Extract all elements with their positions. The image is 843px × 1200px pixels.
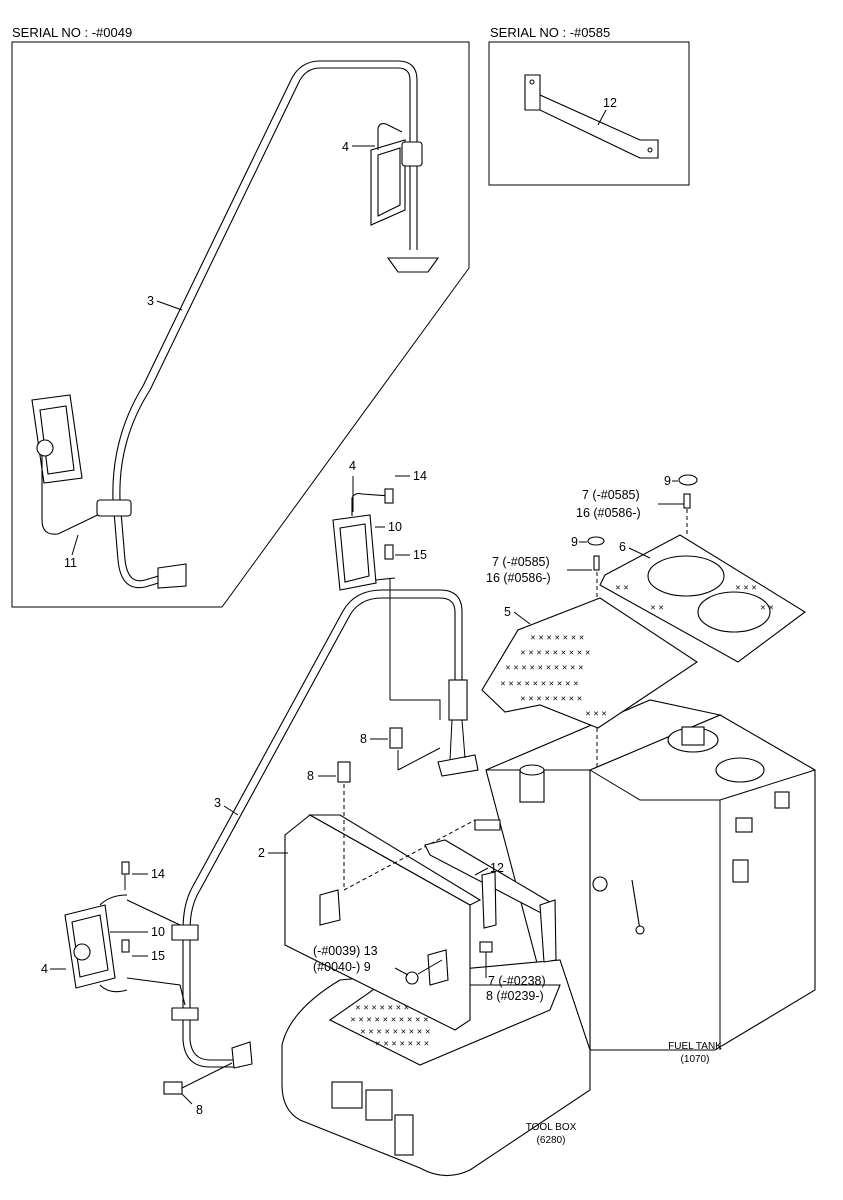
fuel-gauge (631, 879, 641, 931)
svg-text:✕ ✕ ✕ ✕ ✕ ✕ ✕ ✕: ✕ ✕ ✕ ✕ ✕ ✕ ✕ ✕ (520, 695, 583, 703)
tool-box-label: TOOL BOX (526, 1122, 577, 1133)
label-mirror-4-old: 4 (342, 140, 349, 154)
svg-text:✕ ✕ ✕ ✕ ✕ ✕ ✕ ✕ ✕: ✕ ✕ ✕ ✕ ✕ ✕ ✕ ✕ ✕ (520, 649, 591, 657)
label-bolt-16-mid: 16 (#0586-) (486, 571, 551, 585)
svg-text:✕ ✕ ✕ ✕ ✕ ✕ ✕ ✕ ✕ ✕: ✕ ✕ ✕ ✕ ✕ ✕ ✕ ✕ ✕ ✕ (355, 1004, 434, 1012)
svg-text:✕ ✕ ✕ ✕ ✕ ✕ ✕ ✕ ✕ ✕: ✕ ✕ ✕ ✕ ✕ ✕ ✕ ✕ ✕ ✕ (350, 1016, 429, 1024)
bracket-12-main (424, 819, 557, 963)
label-mirror-10-lower: 10 (151, 925, 165, 939)
svg-text:✕ ✕ ✕ ✕ ✕ ✕ ✕ ✕ ✕: ✕ ✕ ✕ ✕ ✕ ✕ ✕ ✕ ✕ (360, 1028, 431, 1036)
label-stay-3: 3 (214, 796, 221, 810)
upper-mirror-old (370, 122, 423, 226)
toolbox-mesh: ✕ ✕ ✕ ✕ ✕ ✕ ✕ ✕ ✕ ✕ ✕ ✕ ✕ ✕ ✕ ✕ ✕ ✕ ✕ ✕ … (350, 1004, 434, 1048)
bolt-7-8-lower (479, 941, 493, 978)
fuel-tank-code: (1070) (681, 1054, 710, 1065)
label-stay-3-old: 3 (147, 294, 154, 308)
label-bolt-15-lower: 15 (151, 949, 165, 963)
label-plate-6: 6 (619, 540, 626, 554)
bracket-12-detail (524, 74, 659, 159)
label-cap-9-mid: 9 (571, 535, 578, 549)
label-part-13: (-#0039) 13 (313, 944, 378, 958)
left-mirror-old (31, 394, 132, 535)
plate-6: ✕ ✕ ✕ ✕ ✕ ✕ ✕ ✕ ✕ (599, 534, 806, 663)
svg-text:✕ ✕ ✕ ✕ ✕ ✕ ✕: ✕ ✕ ✕ ✕ ✕ ✕ ✕ (375, 1040, 429, 1048)
label-bracket-11-old: 11 (64, 556, 77, 570)
toolbox-cover-2 (284, 814, 482, 1031)
label-bolt-8-lower: 8 (#0239-) (486, 989, 544, 1003)
label-bolt-15-upper: 15 (413, 548, 427, 562)
label-bolt-7-lower: 7 (-#0238) (488, 974, 546, 988)
svg-text:✕ ✕ ✕ ✕ ✕ ✕ ✕ ✕ ✕ ✕: ✕ ✕ ✕ ✕ ✕ ✕ ✕ ✕ ✕ ✕ (500, 680, 579, 688)
label-bracket-12: 12 (490, 861, 504, 875)
cap-9-top (678, 474, 698, 535)
label-mirror-4-upper: 4 (349, 459, 356, 473)
mirror-stay-tube-old (119, 67, 411, 582)
label-bolt-7-mid: 7 (-#0585) (492, 555, 550, 569)
bolt-8-bottom (163, 1062, 233, 1095)
label-mirror-4-lower: 4 (41, 962, 48, 976)
label-bolt-14-lower: 14 (151, 867, 165, 881)
label-bolt-14-upper: 14 (413, 469, 427, 483)
serial-left-heading: SERIAL NO : -#0049 (12, 25, 132, 40)
plate-5: ✕ ✕ ✕ ✕ ✕ ✕ ✕ ✕ ✕ ✕ ✕ ✕ ✕ ✕ ✕ ✕ ✕ ✕ ✕ ✕ … (481, 597, 698, 729)
fuel-tank-label: FUEL TANK (668, 1041, 722, 1052)
mirror-stay-3 (182, 589, 479, 1069)
lower-mirror-assembly (64, 861, 199, 1021)
label-bracket-12-detail: 12 (603, 96, 617, 110)
svg-text:✕ ✕ ✕: ✕ ✕ ✕ (585, 710, 607, 718)
svg-text:✕ ✕: ✕ ✕ (760, 604, 774, 612)
label-toolbox-cover-2: 2 (258, 846, 265, 860)
detail-box-right: 12 (488, 41, 690, 186)
tool-box-code: (6280) (537, 1135, 566, 1146)
label-plate-5: 5 (504, 605, 511, 619)
label-part-9-lower: (#0040-) 9 (313, 960, 371, 974)
label-bolt-8-left: 8 (307, 769, 314, 783)
label-bolt-8-bottom: 8 (196, 1103, 203, 1117)
bolt-8-mid (389, 727, 441, 771)
svg-text:✕ ✕ ✕ ✕ ✕ ✕ ✕: ✕ ✕ ✕ ✕ ✕ ✕ ✕ (530, 634, 584, 642)
serial-right-heading: SERIAL NO : -#0585 (490, 25, 610, 40)
bolt-13-9-lower (405, 959, 443, 985)
label-cap-9-top: 9 (664, 474, 671, 488)
svg-text:✕ ✕: ✕ ✕ (615, 584, 629, 592)
svg-text:✕ ✕ ✕ ✕ ✕ ✕ ✕ ✕ ✕ ✕: ✕ ✕ ✕ ✕ ✕ ✕ ✕ ✕ ✕ ✕ (505, 664, 584, 672)
cap-9-mid (587, 536, 605, 770)
label-mirror-10-upper: 10 (388, 520, 402, 534)
detail-box-left: 4 3 11 (11, 41, 470, 608)
bolt-8-left (337, 761, 351, 820)
svg-text:✕ ✕ ✕: ✕ ✕ ✕ (735, 584, 757, 592)
label-bolt-16-top: 16 (#0586-) (576, 506, 641, 520)
label-bolt-7-top: 7 (-#0585) (582, 488, 640, 502)
label-bolt-8-mid: 8 (360, 732, 367, 746)
upper-mirror-assembly (332, 488, 441, 720)
svg-text:✕ ✕: ✕ ✕ (650, 604, 664, 612)
